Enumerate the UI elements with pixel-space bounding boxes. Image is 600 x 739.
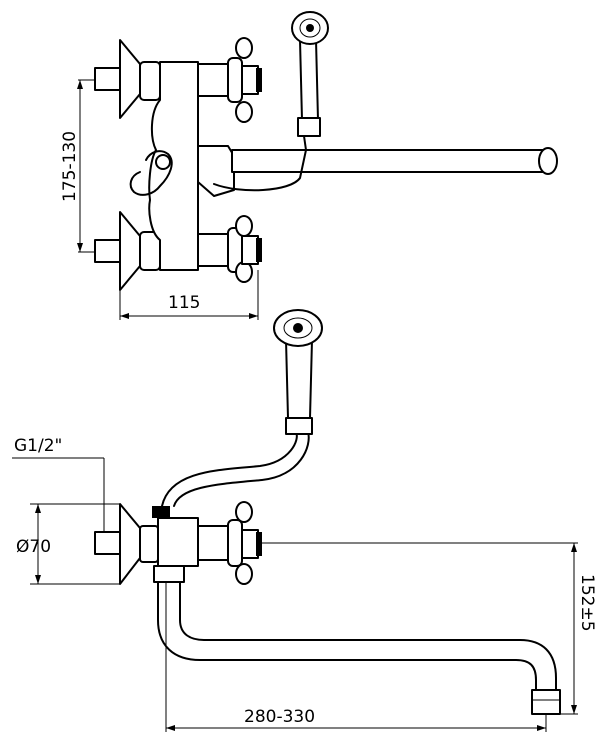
mixer-body xyxy=(148,61,199,271)
upper-escutcheon xyxy=(119,39,141,119)
top-handshower xyxy=(291,11,329,151)
top-hose xyxy=(213,149,307,192)
dim-spout-reach: 280-330 xyxy=(165,582,547,732)
lower-wall-stub xyxy=(94,239,121,263)
lower-cross-handle xyxy=(227,215,262,283)
spout-outlet xyxy=(538,147,558,175)
top-view: 175-130 115 xyxy=(60,11,558,320)
dim-top-width-label: 115 xyxy=(168,293,200,313)
dim-diameter-label: Ø70 xyxy=(16,537,51,557)
dim-spout-reach-label: 280-330 xyxy=(244,707,315,727)
dim-spout-height: 152±5 xyxy=(262,542,597,715)
diverter-loop xyxy=(129,150,173,196)
diverter-knob xyxy=(155,154,171,170)
upper-valve-body xyxy=(197,63,229,97)
side-handshower xyxy=(273,309,323,435)
dim-spout-height-label: 152±5 xyxy=(577,574,597,632)
side-hose-inner xyxy=(173,431,310,507)
spout xyxy=(231,149,558,173)
handshower-cone xyxy=(285,417,313,435)
spout-swivel-nut xyxy=(153,565,185,583)
lower-escutcheon xyxy=(119,211,141,291)
dim-thread-label: G1/2" xyxy=(14,436,62,456)
side-nut xyxy=(139,525,159,563)
lower-valve-body xyxy=(197,233,229,267)
side-aerator xyxy=(531,689,561,715)
dim-top-width: 115 xyxy=(119,270,259,320)
upper-wall-stub xyxy=(94,67,121,91)
side-view: G1/2" Ø70 152±5 xyxy=(12,309,597,732)
side-body xyxy=(157,517,199,567)
side-cross-handle xyxy=(227,501,262,585)
upper-nut xyxy=(139,61,161,101)
side-wall-stub xyxy=(94,531,121,555)
dim-thread: G1/2" xyxy=(12,436,105,532)
side-spout xyxy=(157,581,557,691)
upper-cross-handle xyxy=(227,37,262,123)
hose-connector xyxy=(152,506,170,518)
side-valve-body xyxy=(197,525,229,561)
dim-diameter: Ø70 xyxy=(16,503,120,585)
dim-top-height-label: 175-130 xyxy=(60,131,80,202)
side-escutcheon xyxy=(119,503,141,585)
dim-top-height: 175-130 xyxy=(60,79,95,253)
side-hose-outer xyxy=(161,431,298,507)
